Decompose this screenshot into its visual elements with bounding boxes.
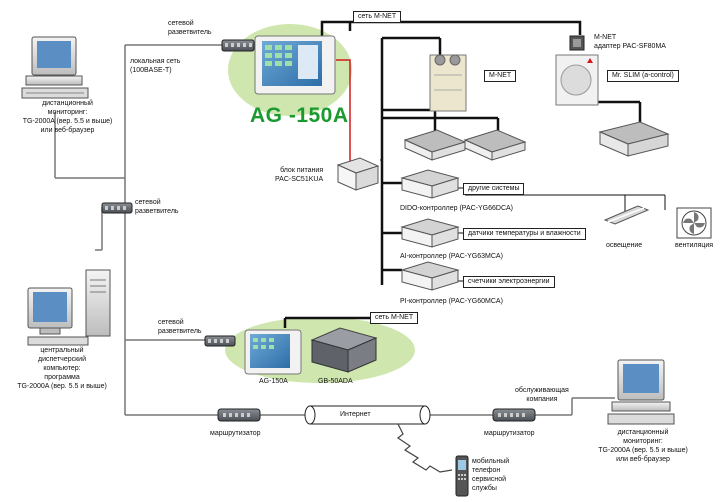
indoor-cassette-1 — [403, 129, 467, 161]
dido-label: DIDO-контроллер (PAC-YG66DCA) — [400, 205, 514, 212]
pi-label: PI-контроллер (PAC-YG60MCA) — [400, 298, 503, 305]
dido-controller-icon — [400, 169, 460, 199]
outdoor-unit-mrslim — [555, 54, 599, 106]
ai-controller-icon — [400, 218, 460, 248]
mnet-box: M-NET — [484, 70, 517, 82]
router-left-label: маршрутизатор — [210, 430, 261, 437]
router-left — [217, 408, 261, 422]
indoor-ducted-unit — [598, 121, 670, 157]
indoor-cassette-2 — [463, 129, 527, 161]
lighting-label: освещение — [606, 242, 643, 249]
mnet-adapter-icon — [569, 35, 585, 51]
net-splitter-mid-label: сетевой разветвитель — [135, 199, 179, 215]
power-supply-unit — [336, 157, 380, 191]
mnet-top-box: сеть M-NET — [353, 11, 402, 23]
outdoor-unit-mnet — [429, 54, 467, 112]
power-cable — [336, 59, 351, 162]
pi-controller-icon — [400, 261, 460, 291]
ag150a-title: AG -150A — [250, 104, 349, 127]
ai-label: AI-контроллер (PAC-YG63MCA) — [400, 253, 503, 260]
router-right-label: маршрутизатор — [484, 430, 535, 437]
gb50ada-label: GB-50ADA — [318, 378, 353, 385]
router-right — [492, 408, 536, 422]
ventilation-label: вентиляция — [675, 242, 714, 249]
meters-box: счетчики электроэнергии — [463, 276, 555, 288]
ag150a-small-label: AG-150A — [259, 378, 288, 385]
mobile-phone-icon — [455, 455, 469, 497]
remote-pc-bottom-icon — [607, 359, 675, 425]
lighting-icon — [603, 205, 650, 225]
power-supply-label: блок питания PAC-SC51KUA — [275, 167, 324, 183]
gb50ada-device — [310, 327, 378, 373]
ag150a-top-device — [254, 35, 336, 95]
remote-monitor-top-label: дистанционный мониторинг: TG-2000A (вер.… — [22, 100, 113, 134]
wireless-link — [396, 423, 453, 473]
other-systems-box: другие системы — [463, 183, 525, 195]
lan-label: локальная сеть (100BASE-T) — [130, 58, 181, 74]
internet-label: Интернет — [340, 411, 371, 418]
mrslim-box: Mr. SLIM (a-control) — [607, 70, 679, 82]
mobile-label: мобильный телефон сервисной службы — [472, 458, 510, 492]
central-pc-icon — [27, 269, 111, 346]
temp-sensors-box: датчики температуры и влажности — [463, 228, 586, 240]
remote-monitor-bottom-label: дистанционный мониторинг: TG-2000A (вер.… — [598, 429, 688, 463]
lan-cables — [54, 44, 615, 416]
mnet-adapter-label: M-NET адаптер PAC-SF80MA — [594, 34, 666, 50]
net-splitter-bottom-label: сетевой разветвитель — [158, 319, 202, 335]
internet-cloud — [304, 405, 431, 425]
network-switch-top — [221, 39, 255, 52]
service-company-label: обслуживающая компания — [515, 387, 569, 403]
central-pc-label: центральный диспетчерский компьютер: про… — [17, 347, 107, 390]
net-splitter-top-label: сетевой разветвитель — [168, 20, 212, 36]
mnet-bottom-box: сеть M-NET — [370, 312, 419, 324]
network-switch-bottom — [204, 335, 236, 347]
remote-pc-top-icon — [21, 36, 89, 99]
network-switch-mid — [101, 202, 133, 214]
ag150a-bottom-device — [244, 329, 302, 375]
ventilation-fan-icon — [676, 207, 712, 239]
